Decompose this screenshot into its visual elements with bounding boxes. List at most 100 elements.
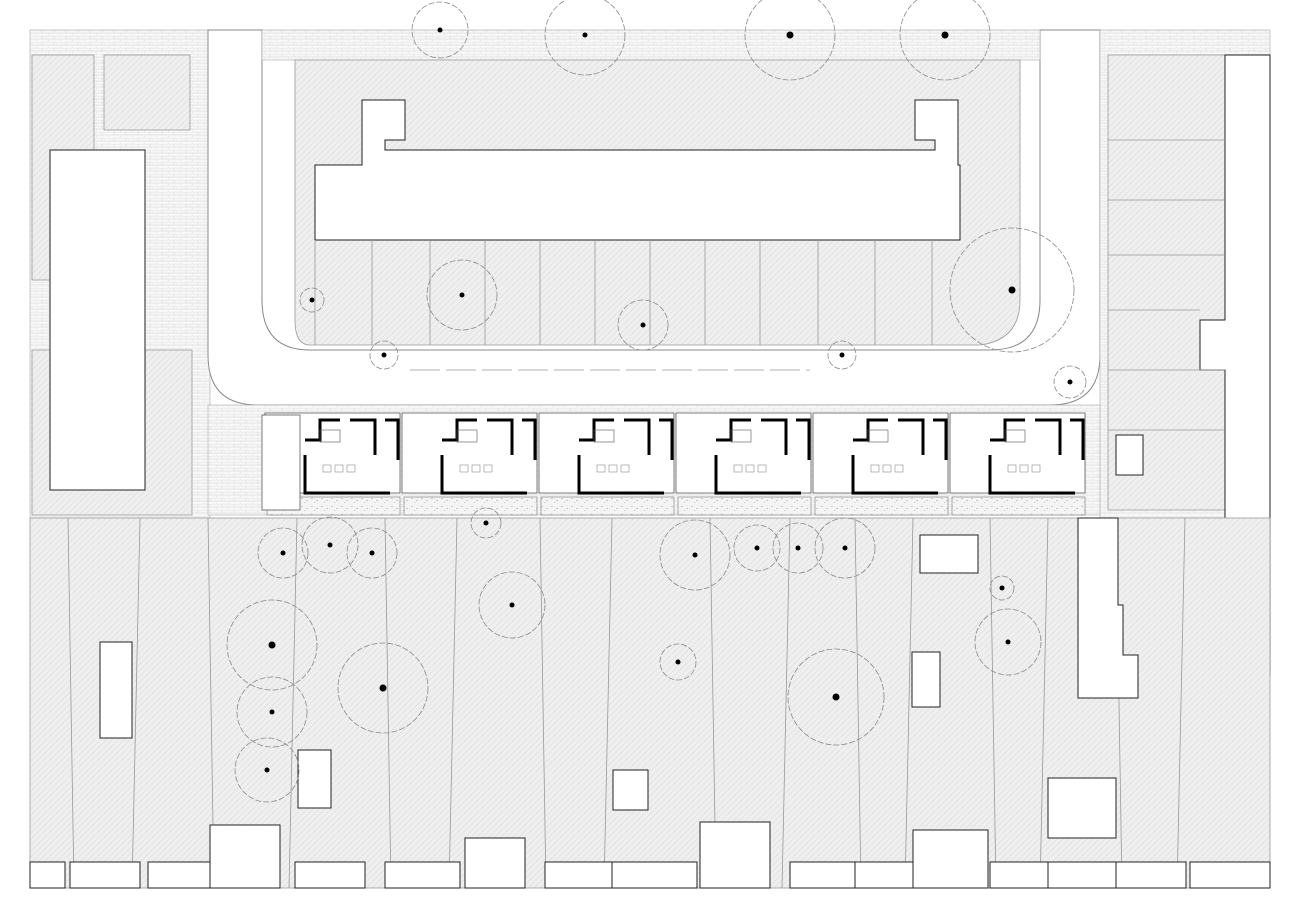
tree-trunk (941, 31, 949, 39)
tree-trunk (999, 585, 1005, 591)
tree-trunk (754, 545, 760, 551)
tree-icon (346, 527, 398, 579)
terrace-row (207, 404, 1101, 516)
house (294, 861, 366, 889)
tree-icon (1053, 365, 1087, 399)
tree-canopy (659, 643, 697, 681)
house-plan (538, 412, 675, 494)
tree-canopy (949, 227, 1075, 353)
tree-icon (478, 571, 546, 639)
house (464, 837, 526, 889)
tree-trunk (280, 550, 286, 556)
shed (1047, 777, 1117, 839)
tree-trunk (483, 520, 489, 526)
tree-icon (226, 599, 318, 691)
garden-boundary (989, 517, 997, 889)
tree-canopy (411, 1, 469, 59)
tree-canopy (772, 522, 824, 574)
tree-canopy (544, 0, 626, 76)
furniture (459, 464, 469, 473)
tree-trunk (269, 709, 275, 715)
trees (226, 0, 1087, 803)
tree-trunk (381, 352, 387, 358)
garden-boundary (384, 517, 392, 889)
tree-icon (337, 642, 429, 734)
shed (1115, 434, 1144, 476)
furniture (757, 464, 767, 473)
terrace-unit (812, 412, 949, 516)
stair (456, 429, 478, 443)
road-loop (207, 29, 1101, 406)
tree-trunk (264, 767, 270, 773)
tree-canopy (301, 516, 359, 574)
tree-canopy (236, 676, 308, 748)
tree-canopy (369, 340, 399, 370)
garden-boundary (448, 517, 458, 889)
house-plan (675, 412, 812, 494)
stair (730, 429, 752, 443)
tree-trunk (369, 550, 375, 556)
shed (612, 769, 649, 811)
tree-trunk (582, 32, 588, 38)
house (1115, 861, 1187, 889)
furniture (894, 464, 904, 473)
house (989, 861, 1051, 889)
tree-trunk (1008, 286, 1016, 294)
house (912, 829, 989, 889)
shed (99, 641, 133, 739)
tree-icon (989, 575, 1015, 601)
tree-canopy (337, 642, 429, 734)
tree-icon (470, 507, 502, 539)
tree-icon (899, 0, 991, 81)
front-garden (677, 496, 812, 516)
tree-icon (814, 517, 876, 579)
tree-icon (744, 0, 836, 81)
tree-canopy (974, 608, 1042, 676)
house-plan (812, 412, 949, 494)
plot (103, 54, 191, 131)
tree-canopy (787, 648, 885, 746)
footpath (261, 29, 1041, 61)
tree-trunk (509, 602, 515, 608)
tree-icon (617, 299, 669, 351)
garden-boundary (288, 517, 298, 889)
tree-icon (299, 287, 325, 313)
right-block (1099, 29, 1271, 676)
stair (1004, 429, 1026, 443)
house (69, 861, 141, 889)
tree-icon (733, 524, 781, 572)
tree-canopy (814, 517, 876, 579)
furniture (322, 464, 332, 473)
tree-icon (772, 522, 824, 574)
tree-trunk (839, 352, 845, 358)
tree-trunk (459, 292, 465, 298)
furniture (882, 464, 892, 473)
tree-canopy (659, 519, 731, 591)
house (544, 861, 616, 889)
furniture (1007, 464, 1017, 473)
terrace-unit (538, 412, 675, 516)
plot-lines (1108, 139, 1225, 431)
furniture (334, 464, 344, 473)
apartment-building (314, 99, 961, 241)
front-garden (814, 496, 949, 516)
stair (593, 429, 615, 443)
tree-trunk (1005, 639, 1011, 645)
house (209, 824, 281, 889)
furniture (596, 464, 606, 473)
tree-icon (236, 676, 308, 748)
house-plan (949, 412, 1086, 494)
stair-core (261, 414, 301, 511)
house (1047, 861, 1119, 889)
tree-icon (659, 519, 731, 591)
shed (911, 651, 941, 708)
house (1189, 861, 1271, 889)
tree-trunk (795, 545, 801, 551)
tree-trunk (1067, 379, 1073, 385)
building (1077, 517, 1139, 699)
house (699, 821, 771, 889)
rear-gardens (29, 517, 1271, 889)
tree-trunk (692, 552, 698, 558)
furniture (483, 464, 493, 473)
